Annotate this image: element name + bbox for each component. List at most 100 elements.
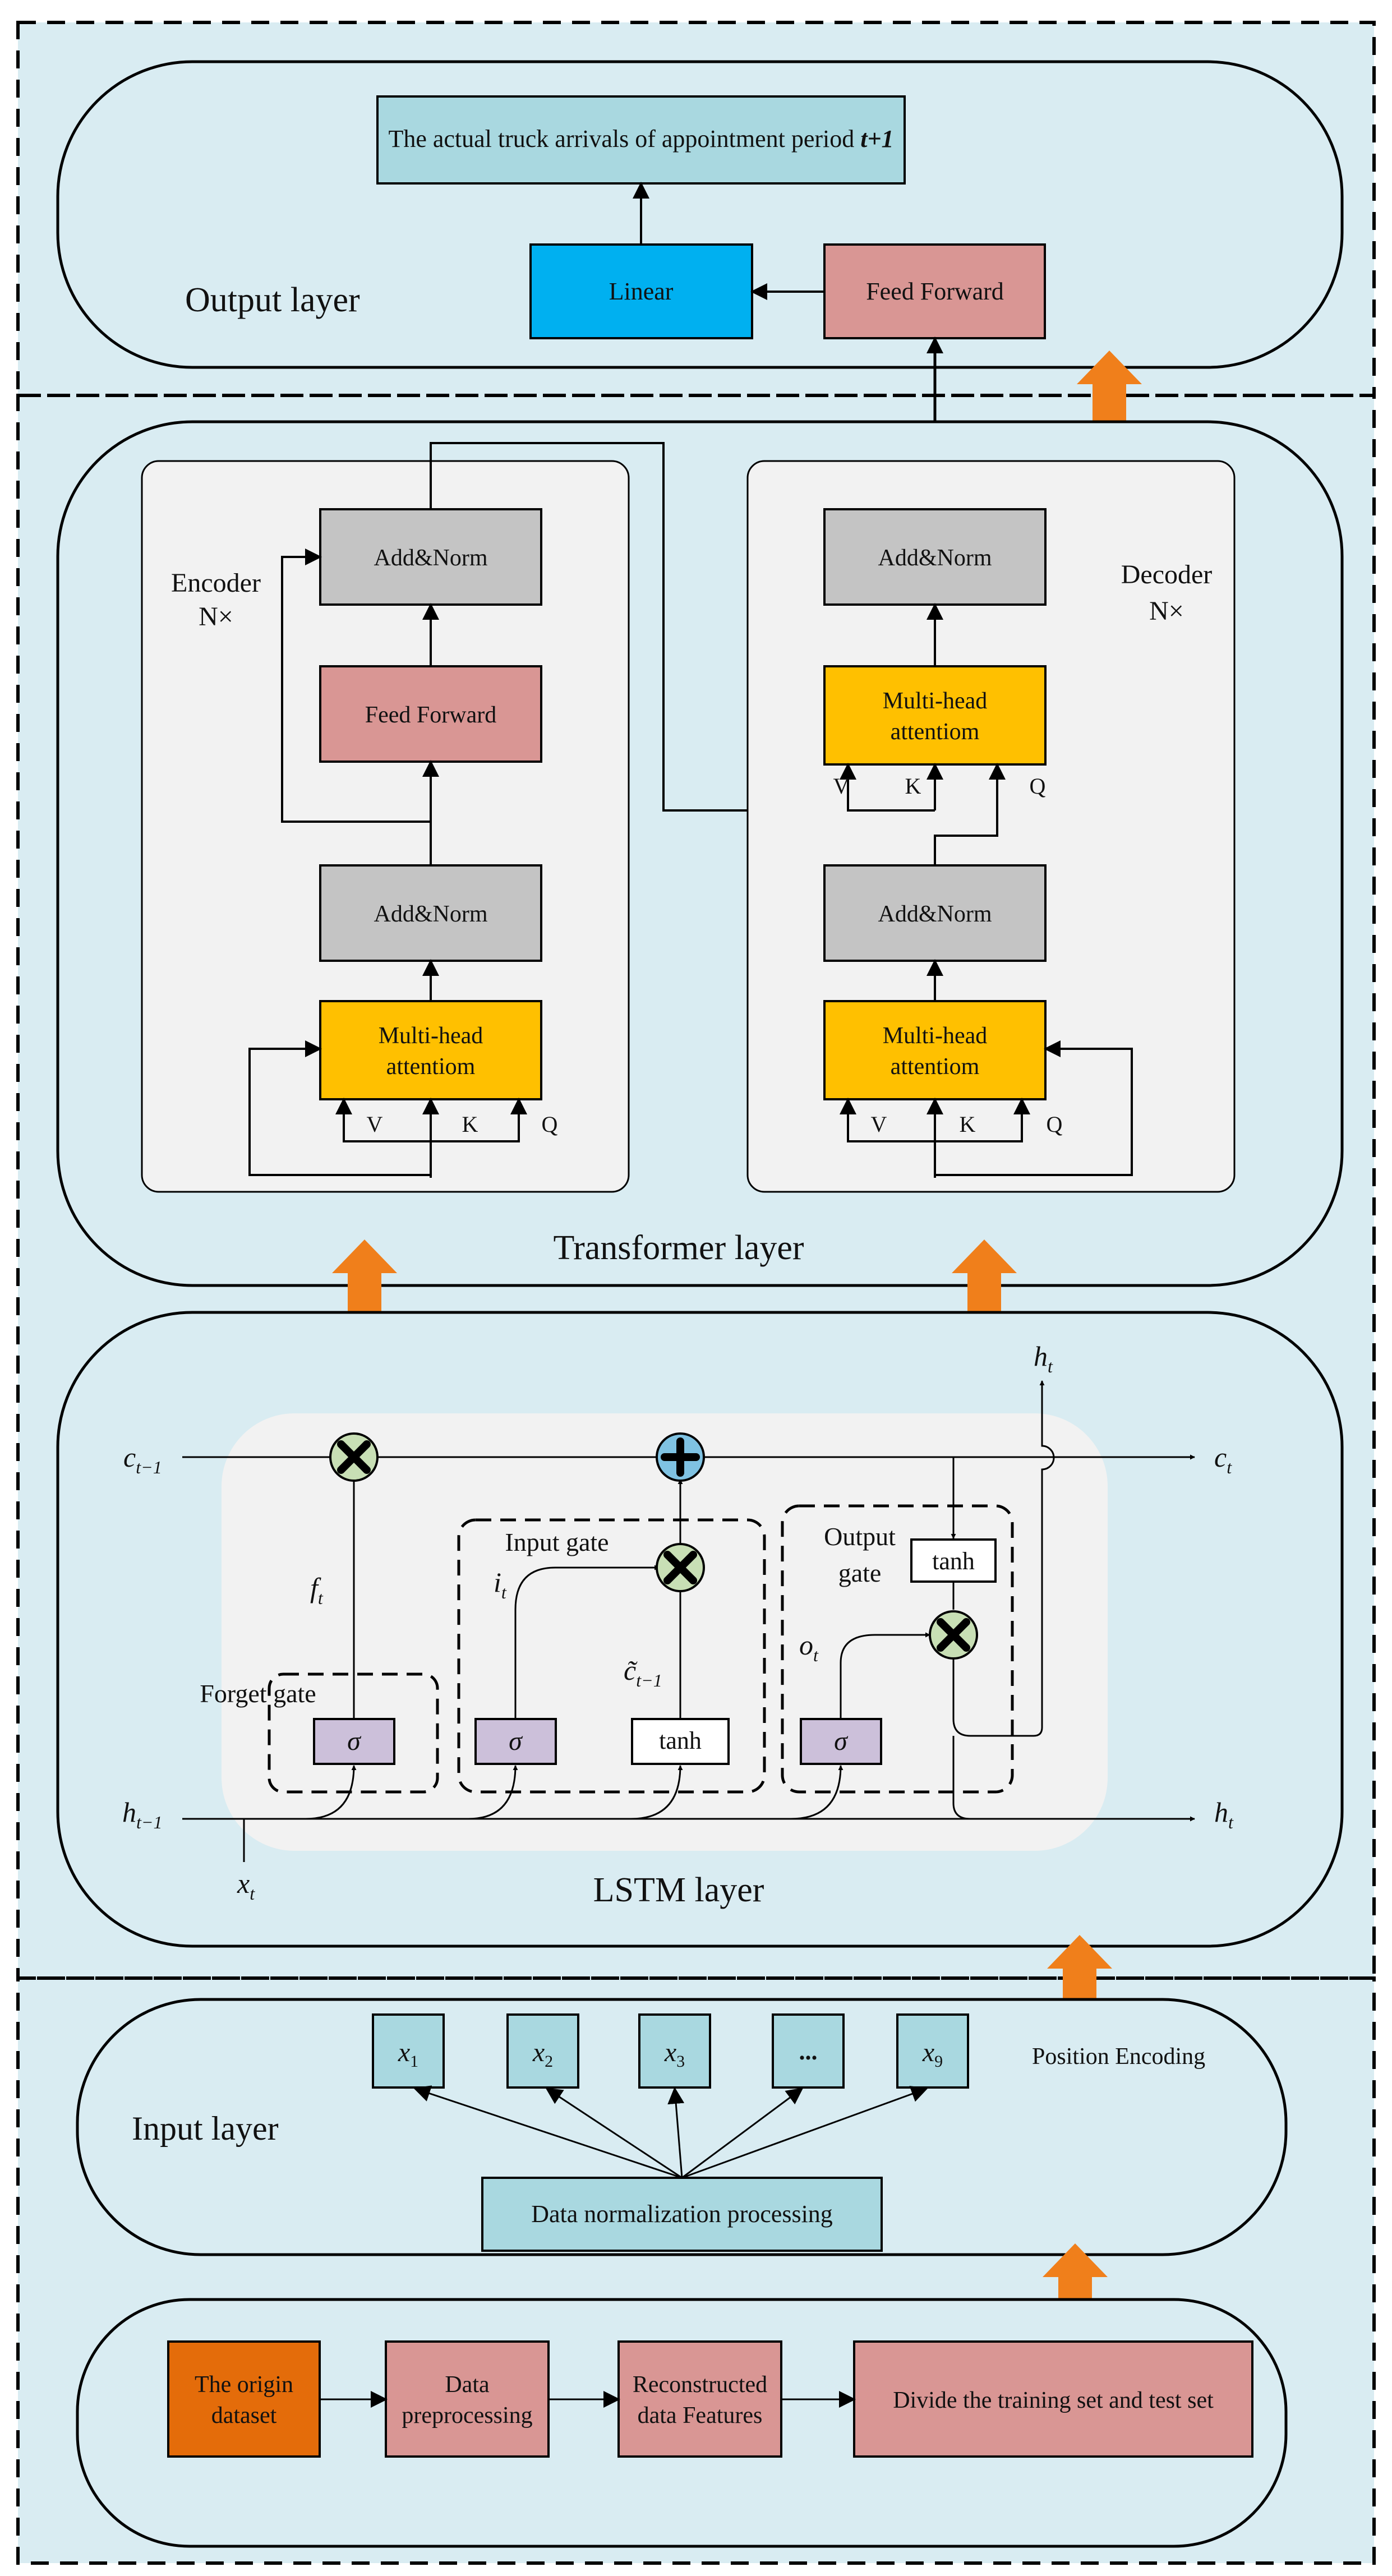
token-x1: x1 bbox=[372, 2013, 445, 2089]
normalization-label: Data normalization processing bbox=[531, 2200, 833, 2228]
preprocessing-line2: preprocessing bbox=[402, 2403, 532, 2428]
output-feed-forward-label: Feed Forward bbox=[866, 278, 1004, 305]
label-h-prev: ht−1 bbox=[122, 1796, 162, 1832]
token-x9: x9 bbox=[896, 2013, 969, 2089]
decoder-addnorm-bottom-label: Add&Norm bbox=[878, 901, 992, 927]
reconstructed-box bbox=[617, 2340, 782, 2458]
input-multiply-icon bbox=[656, 1543, 705, 1592]
output-tanh-label: tanh bbox=[932, 1547, 975, 1575]
lstm-layer-title: LSTM layer bbox=[593, 1871, 764, 1909]
origin-line2: dataset bbox=[211, 2403, 277, 2428]
output-to-ht-down bbox=[952, 1736, 971, 1820]
dec-top-q-label: Q bbox=[1030, 773, 1046, 799]
decoder-label: Decoder bbox=[1121, 560, 1213, 589]
dec-input-q bbox=[935, 1098, 1030, 1142]
svg-text:x1: x1 bbox=[398, 2038, 418, 2071]
decoder-mha-bottom-line2: attentiom bbox=[891, 1054, 980, 1080]
output-layer: Output layer The actual truck arrivals o… bbox=[56, 60, 1344, 509]
input-sigma-to-mult bbox=[514, 1565, 660, 1719]
input-sigma-label: σ bbox=[509, 1726, 523, 1756]
output-multiply-icon bbox=[929, 1610, 978, 1660]
forget-multiply-icon bbox=[329, 1432, 379, 1482]
token-ellipsis: ... bbox=[772, 2013, 845, 2089]
decoder-addnorm-bottom bbox=[823, 864, 1047, 962]
encoder-addnorm-top-label: Add&Norm bbox=[374, 545, 488, 571]
output-gate-label-line1: Output bbox=[824, 1522, 896, 1551]
enc-v-label: V bbox=[367, 1112, 383, 1137]
encoder-repeat: N× bbox=[199, 602, 233, 632]
encoder-label: Encoder bbox=[171, 568, 261, 598]
preprocessing-box bbox=[385, 2340, 550, 2458]
token-x3: x3 bbox=[638, 2013, 711, 2089]
encoder-feed-forward bbox=[319, 665, 542, 763]
origin-dataset-box bbox=[167, 2340, 321, 2458]
label-i-t: it bbox=[494, 1566, 507, 1602]
output-gate-frame bbox=[781, 1504, 1014, 1794]
token-group: x1 x2 x3 ... x9 bbox=[372, 2013, 969, 2089]
normalization-box bbox=[481, 2177, 883, 2252]
svg-text:x9: x9 bbox=[922, 2038, 943, 2071]
linear-label: Linear bbox=[609, 278, 674, 305]
dec-top-k-label: K bbox=[905, 773, 921, 799]
forget-sigma-box bbox=[313, 1718, 395, 1765]
encoder-addnorm-top bbox=[319, 508, 542, 606]
label-c-prev: ct−1 bbox=[123, 1441, 162, 1477]
enc-q-label: Q bbox=[542, 1112, 558, 1137]
encoder-multihead-attention bbox=[319, 1000, 542, 1100]
svg-text:x3: x3 bbox=[664, 2038, 685, 2071]
label-h-t-right: ht bbox=[1214, 1796, 1234, 1832]
h-to-tanh bbox=[630, 1765, 683, 1820]
label-o-t: ot bbox=[799, 1629, 819, 1665]
svg-text:x2: x2 bbox=[532, 2038, 553, 2071]
encoder-feed-forward-label: Feed Forward bbox=[365, 702, 496, 728]
input-layer: Input layer Position Encoding Data norma… bbox=[76, 1998, 1288, 2322]
output-feed-forward-box bbox=[823, 243, 1046, 339]
decoder-addnorm-top-label: Add&Norm bbox=[878, 545, 992, 571]
encoder-addnorm-bottom-label: Add&Norm bbox=[374, 901, 488, 927]
lstm-layer: LSTM layer Forget gate Input gate Output… bbox=[56, 1311, 1344, 2013]
label-x-t: xt bbox=[237, 1868, 255, 1904]
h-to-output-sigma bbox=[790, 1765, 844, 1820]
decoder-multihead-attention-top bbox=[823, 665, 1047, 766]
origin-line1: The origin bbox=[195, 2372, 293, 2398]
reconstructed-line2: data Features bbox=[638, 2403, 763, 2428]
divide-box bbox=[853, 2340, 1253, 2458]
enc-input-v bbox=[335, 1098, 431, 1142]
decoder-mha-bottom-line1: Multi-head bbox=[883, 1023, 988, 1049]
fan-out-arrows bbox=[413, 2085, 928, 2179]
enc-k-label: K bbox=[462, 1112, 478, 1137]
dec-v-label: V bbox=[871, 1112, 887, 1137]
decoder-mha-top-line2: attentiom bbox=[891, 719, 980, 745]
dec-q-label: Q bbox=[1047, 1112, 1063, 1137]
pipeline: The origin dataset Data preprocessing Re… bbox=[76, 2298, 1288, 2548]
encoder-addnorm-bottom bbox=[319, 864, 542, 962]
dec-k-label: K bbox=[960, 1112, 976, 1137]
dec-residual-bottom bbox=[935, 1040, 1133, 1176]
encoder-mha-line2: attentiom bbox=[386, 1054, 476, 1080]
input-tanh-label: tanh bbox=[659, 1727, 702, 1754]
output-gate-label-line2: gate bbox=[838, 1559, 882, 1587]
label-c-t: ct bbox=[1214, 1441, 1232, 1477]
dec-top-v-label: V bbox=[833, 773, 850, 799]
token-x2: x2 bbox=[506, 2013, 579, 2089]
position-encoding-label: Position Encoding bbox=[1032, 2044, 1205, 2070]
h-to-input-sigma bbox=[468, 1765, 518, 1820]
decoder-mha-top-line1: Multi-head bbox=[883, 688, 988, 714]
forget-sigma-label: σ bbox=[347, 1726, 362, 1756]
output-to-ht-up bbox=[952, 1380, 1055, 1737]
input-tanh-box bbox=[631, 1718, 730, 1765]
input-layer-title: Input layer bbox=[132, 2110, 279, 2147]
output-layer-title: Output layer bbox=[185, 281, 360, 319]
dec-q-from-addnorm bbox=[934, 763, 1006, 865]
transformer-layer: Transformer layer Encoder N× Add&Norm Fe… bbox=[56, 420, 1344, 1318]
enc-input-q bbox=[431, 1098, 527, 1142]
lstm-cell-panel bbox=[222, 1413, 1108, 1851]
output-sigma-label: σ bbox=[834, 1726, 849, 1756]
forget-gate-label: Forget gate bbox=[200, 1679, 316, 1708]
dec-input-v bbox=[840, 1098, 935, 1142]
decoder-repeat: N× bbox=[1149, 596, 1184, 626]
cell-plus-icon bbox=[656, 1432, 705, 1482]
label-c-tilde: c̃t−1 bbox=[624, 1655, 662, 1690]
result-box-label: The actual truck arrivals of appointment… bbox=[388, 125, 893, 153]
